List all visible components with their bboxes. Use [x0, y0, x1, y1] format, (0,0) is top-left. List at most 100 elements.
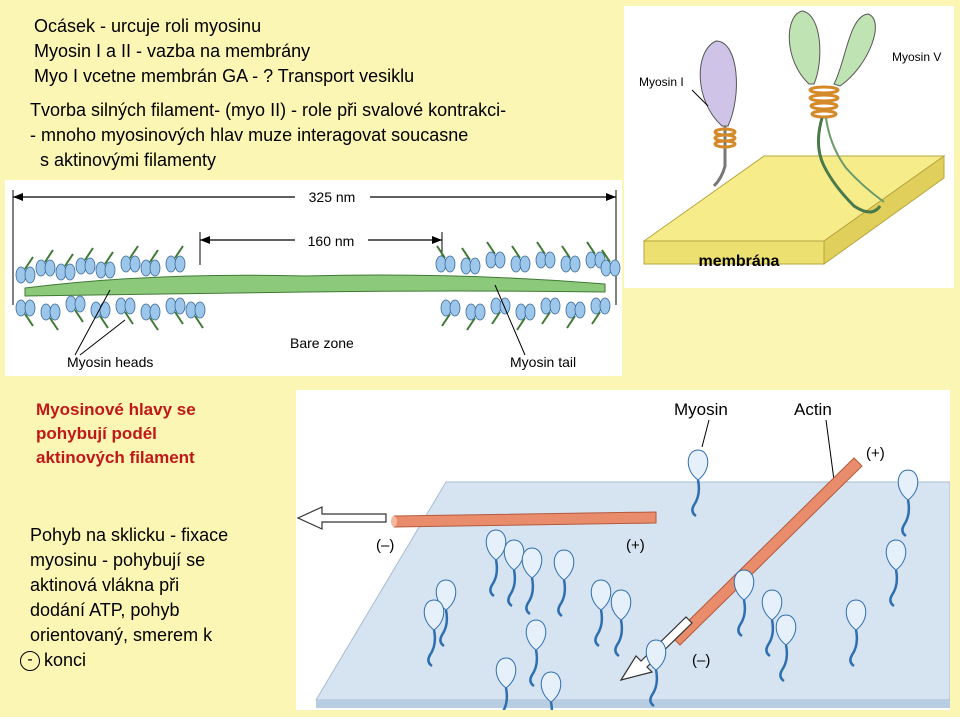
myosin-head: [104, 261, 116, 279]
myosin-head: [540, 297, 552, 315]
label-bare-zone: Bare zone: [290, 335, 354, 351]
myosin-heads-group: [15, 241, 621, 331]
myosin-neck: [64, 253, 74, 267]
label-myosin-tail: Myosin tail: [510, 354, 576, 370]
myosin5-head-left: [788, 10, 821, 85]
myosin-head: [645, 639, 667, 671]
intro-line: Ocásek - urcuje roli myosinu: [34, 16, 262, 36]
assay-last-line: -konci: [20, 648, 218, 673]
myosin-head: [174, 255, 186, 273]
myosin-neck: [74, 309, 84, 323]
myosin-head: [544, 251, 556, 269]
myosin-neck: [44, 249, 54, 263]
myosin-tail: [557, 579, 567, 618]
myosin-tail: [765, 619, 775, 658]
myosin-neck: [104, 251, 114, 265]
myosin-head: [74, 295, 86, 313]
myosin5-head-right: [833, 13, 876, 87]
label-plus: (+): [866, 445, 885, 462]
myosin-head: [474, 303, 486, 321]
myosin-head: [24, 266, 36, 284]
myosin-head: [553, 549, 575, 581]
myosin-tail: [439, 609, 449, 648]
myosin-head: [460, 257, 472, 275]
assay-text: Pohyb na sklicku - fixace myosinu - pohy…: [20, 523, 229, 673]
myosin-tail: [779, 644, 789, 683]
myosin-tail: [529, 649, 539, 688]
label-325nm: 325 nm: [309, 189, 356, 205]
myosin-head: [761, 589, 783, 621]
myosin-tail: [427, 629, 437, 668]
myosin-head: [590, 297, 602, 315]
myosin-head: [600, 259, 612, 277]
myosin-head: [165, 297, 177, 315]
assay-line: Pohyb na sklicku - fixace: [30, 525, 229, 545]
caption-line: aktinových filament: [36, 448, 195, 467]
myosin-head: [521, 547, 543, 579]
myosin-tail: [691, 479, 701, 518]
motility-figure: Myosin Actin (–) (+) (+) (–): [296, 390, 951, 717]
myosin2-line: Tvorba silných filament- (myo II) - role…: [30, 100, 507, 120]
myosin-neck: [194, 315, 204, 329]
myosin-head: [549, 297, 561, 315]
minus-end-symbol: -: [20, 651, 40, 672]
myosin-head: [515, 303, 527, 321]
label-minus: (–): [376, 537, 394, 554]
myosin-head: [174, 297, 186, 315]
myosin-neck: [541, 311, 551, 325]
myosin-head: [15, 299, 27, 317]
myosin-head: [55, 263, 67, 281]
myosin-head: [845, 599, 867, 631]
myosin-head: [15, 266, 27, 284]
label-myosin-heads: Myosin heads: [67, 354, 153, 370]
myosin-head: [75, 257, 87, 275]
myosin-head: [490, 297, 502, 315]
myosin-tail: [737, 599, 747, 638]
leader-line-heads: [74, 289, 111, 356]
myosin-head: [165, 255, 177, 273]
myosin-head: [129, 255, 141, 273]
membrane-front: [643, 240, 825, 265]
myosin-tail: [889, 569, 899, 608]
myosin-tail: [849, 629, 859, 668]
myosin-head: [610, 589, 632, 621]
myosin-head: [124, 297, 136, 315]
myosin-neck: [486, 241, 496, 255]
myosin-neck: [149, 249, 159, 263]
myosin-head: [565, 301, 577, 319]
motility-svg: Myosin Actin (–) (+) (+) (–): [296, 400, 951, 717]
leader-line-myosin: [701, 419, 710, 448]
myosin-tail: [525, 577, 535, 616]
actin-end: [391, 516, 397, 527]
intro-line: Myo I vcetne membrán GA - ? Transport ve…: [34, 66, 415, 86]
myosin-head: [733, 569, 755, 601]
myosin-head: [40, 303, 52, 321]
label-myosin5: Myosin V: [892, 50, 941, 64]
label-myosin: Myosin: [674, 400, 728, 419]
myosin-head: [440, 299, 452, 317]
myosin-head: [494, 251, 506, 269]
myosin-neck: [561, 245, 571, 259]
myosin1-tail: [712, 126, 727, 188]
myosin-head: [897, 469, 919, 501]
label-membrane: membrána: [699, 253, 780, 270]
myosin-head: [560, 255, 572, 273]
myosin1-head: [699, 40, 737, 127]
myosin2-line: s aktinovými filamenty: [30, 150, 217, 170]
assay-line: aktinová vlákna při: [30, 575, 180, 595]
myosin-head: [510, 255, 522, 273]
myosin-head: [35, 259, 47, 277]
myosin-head: [49, 303, 61, 321]
myosin-head: [524, 303, 536, 321]
label-minus: (–): [692, 652, 710, 669]
myosin-neck: [49, 317, 59, 331]
myosin-neck: [174, 245, 184, 259]
myosin-head: [194, 301, 206, 319]
myosin2-line: - mnoho myosinových hlav muze interagova…: [30, 125, 469, 145]
myosin-head: [435, 579, 457, 611]
myosin-head: [120, 255, 132, 273]
intro-text: Ocásek - urcuje roli myosinu Myosin I a …: [34, 14, 414, 89]
myosin-head: [885, 539, 907, 571]
myosin-head: [44, 259, 56, 277]
myosin-head: [140, 259, 152, 277]
